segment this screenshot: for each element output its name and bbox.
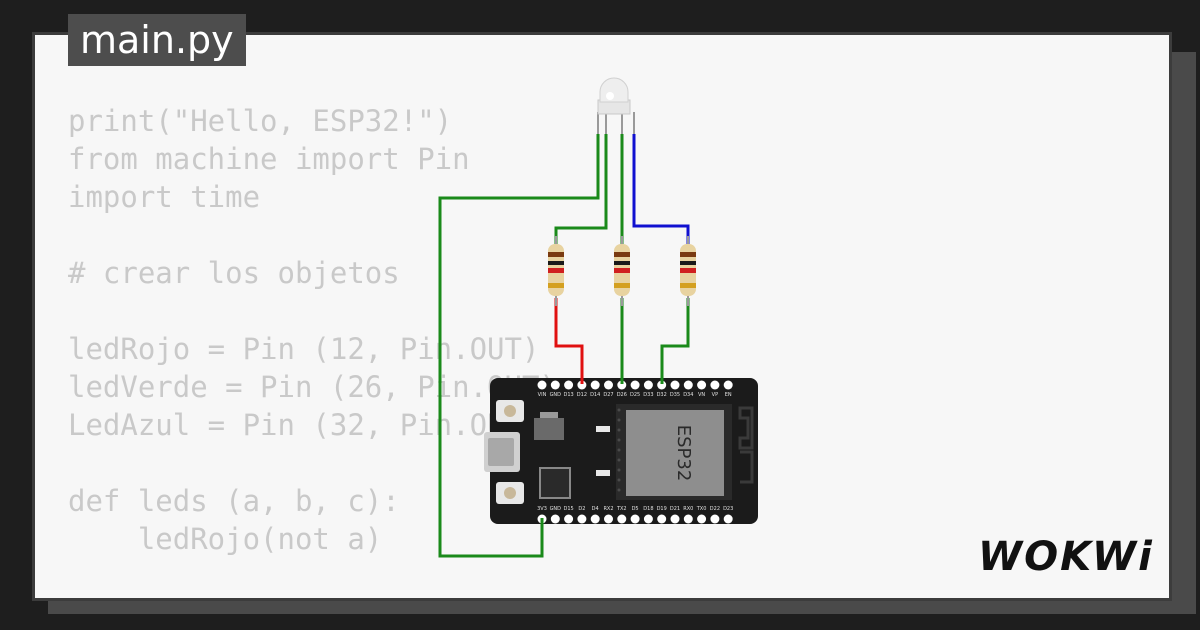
- pin-d32[interactable]: [657, 380, 667, 390]
- pin-d33[interactable]: [643, 380, 653, 390]
- pin-d19[interactable]: [657, 514, 667, 524]
- pin-en[interactable]: [723, 380, 733, 390]
- pin-d22[interactable]: [710, 514, 720, 524]
- pin-d15[interactable]: [564, 514, 574, 524]
- pin-d13[interactable]: [564, 380, 574, 390]
- wire-d12[interactable]: [554, 298, 584, 384]
- wire-gnd[interactable]: [438, 134, 600, 558]
- pin-label: D33: [643, 392, 653, 398]
- pin-label: TX0: [696, 506, 707, 512]
- pin-d12[interactable]: [577, 380, 587, 390]
- pin-tx2[interactable]: [617, 514, 627, 524]
- pin-label: D15: [563, 506, 573, 512]
- pin-d26[interactable]: [617, 380, 627, 390]
- pin-label: D21: [670, 506, 680, 512]
- pin-label: D12: [577, 392, 587, 398]
- pin-label: D27: [603, 392, 613, 398]
- wire-d32[interactable]: [660, 298, 690, 384]
- resistor-green[interactable]: [614, 236, 630, 306]
- pin-label: VIN: [538, 392, 547, 398]
- pin-d5[interactable]: [630, 514, 640, 524]
- pin-label: D19: [657, 506, 667, 512]
- pin-label: D2: [578, 506, 585, 512]
- rgb-led[interactable]: [597, 77, 635, 134]
- pin-label: D34: [683, 392, 693, 398]
- resistor-red[interactable]: [548, 236, 564, 306]
- code-line: ledRojo(not a): [68, 522, 383, 556]
- pin-label: GND: [550, 392, 562, 398]
- pin-label: VP: [712, 392, 718, 398]
- code-line: from machine import Pin: [68, 142, 470, 176]
- voltage-regulator: [534, 418, 564, 440]
- pin-label: VN: [698, 392, 705, 398]
- code-line: import time: [68, 180, 261, 214]
- pin-d2[interactable]: [577, 514, 587, 524]
- pin-d23[interactable]: [723, 514, 733, 524]
- pin-d25[interactable]: [630, 380, 640, 390]
- pin-vn[interactable]: [697, 380, 707, 390]
- pin-label: D5: [632, 506, 639, 512]
- pin-gnd[interactable]: [550, 380, 560, 390]
- wokwi-logo: WOKWi: [978, 534, 1154, 580]
- esp32-board[interactable]: ESP32: [484, 378, 758, 524]
- pin-label: D18: [643, 506, 653, 512]
- code-line: # crear los objetos: [68, 256, 400, 290]
- usb-chip: [539, 467, 571, 499]
- pin-label: D32: [657, 392, 667, 398]
- pin-d27[interactable]: [604, 380, 613, 390]
- pin-d34[interactable]: [683, 380, 693, 390]
- pin-label: RX2: [603, 506, 613, 512]
- pin-rx0[interactable]: [683, 514, 693, 524]
- pin-label: D14: [590, 392, 600, 398]
- chip-label: ESP32: [673, 425, 694, 482]
- pin-gnd[interactable]: [550, 514, 560, 524]
- pin-d35[interactable]: [670, 380, 680, 390]
- pin-d14[interactable]: [590, 380, 600, 390]
- pin-vp[interactable]: [710, 380, 720, 390]
- pin-label: RX0: [683, 506, 693, 512]
- code-line: def leds (a, b, c):: [68, 484, 400, 518]
- wire-blue-led-resistor[interactable]: [632, 134, 690, 244]
- pin-d18[interactable]: [643, 514, 653, 524]
- pin-label: GND: [550, 506, 562, 512]
- code-line: ledRojo = Pin (12, Pin.OUT): [68, 332, 540, 366]
- pin-rx2[interactable]: [604, 514, 613, 524]
- pin-d21[interactable]: [670, 514, 680, 524]
- pin-label: 3V3: [537, 506, 547, 512]
- pin-vin[interactable]: [537, 380, 547, 390]
- code-line: print("Hello, ESP32!"): [68, 104, 453, 138]
- file-tab[interactable]: main.py: [68, 14, 246, 66]
- pin-label: D35: [670, 392, 680, 398]
- resistor-blue[interactable]: [680, 236, 696, 306]
- pin-tx0[interactable]: [697, 514, 707, 524]
- pin-d4[interactable]: [590, 514, 600, 524]
- pin-label: D22: [710, 506, 720, 512]
- pin-label: EN: [725, 392, 732, 398]
- pin-label: D4: [592, 506, 599, 512]
- pin-label: D25: [630, 392, 640, 398]
- code-editor[interactable]: print("Hello, ESP32!") from machine impor…: [68, 102, 557, 558]
- pin-label: D13: [563, 392, 573, 398]
- pin-label: D26: [617, 392, 627, 398]
- pin-label: TX2: [616, 506, 627, 512]
- pin-label: D23: [723, 506, 733, 512]
